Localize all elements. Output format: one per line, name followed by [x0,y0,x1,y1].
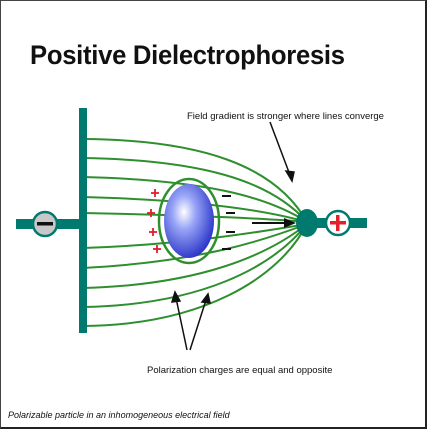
positive-electrode [296,209,367,237]
minus-sign [37,222,53,226]
positive-charge [149,228,157,236]
charges-pointer-left [176,298,187,350]
plus-sign-v [336,215,340,231]
negative-charges [222,196,235,249]
negative-electrode [16,108,87,333]
positive-point [296,209,318,237]
positive-charge [153,245,161,253]
positive-charge [147,209,155,217]
polarizable-particle [159,179,219,263]
gradient-pointer-head [286,171,294,181]
gradient-pointer [270,122,290,175]
particle-body [164,184,214,258]
positive-charge [151,189,159,197]
charges-pointer-right-head [202,294,210,303]
